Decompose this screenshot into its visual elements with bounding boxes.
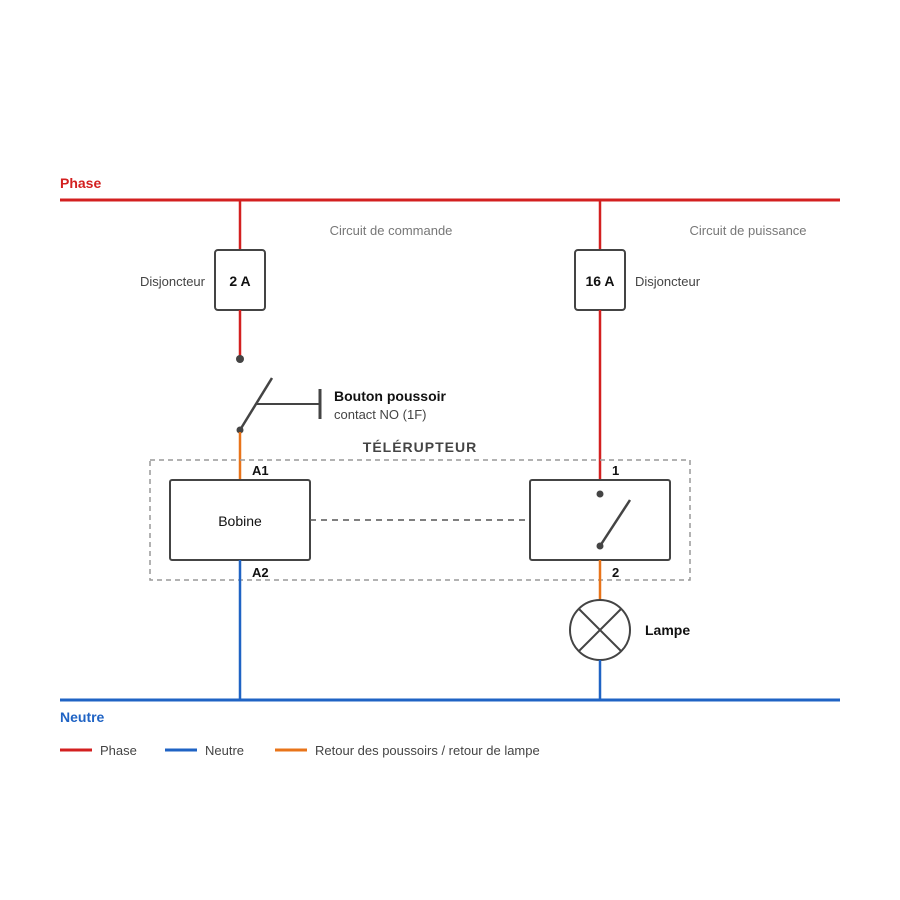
legend-label-neutral: Neutre [205, 743, 244, 758]
legend-label-phase: Phase [100, 743, 137, 758]
contact-terminal-2: 2 [612, 565, 619, 580]
breaker-power-rating: 16 A [585, 273, 614, 289]
neutral-rail-label: Neutre [60, 709, 105, 725]
legend: Phase Neutre Retour des poussoirs / reto… [60, 743, 540, 758]
remote-switch-enclosure [149, 459, 691, 581]
push-button-blade [238, 377, 274, 431]
section-command-title: Circuit de commande [330, 223, 453, 238]
coil-terminal-a1: A1 [252, 463, 269, 478]
push-button-symbol [236, 355, 322, 434]
phase-rail-label: Phase [60, 175, 101, 191]
section-power-title: Circuit de puissance [689, 223, 806, 238]
contact-terminal-top [596, 490, 604, 498]
contact-terminal-1: 1 [612, 463, 619, 478]
legend-label-return: Retour des poussoirs / retour de lampe [315, 743, 540, 758]
lamp-x-icon [569, 599, 631, 661]
lamp-label: Lampe [645, 622, 690, 638]
contact-terminal-bottom [596, 542, 604, 550]
breaker-power-label: Disjoncteur [635, 274, 701, 289]
push-button-title: Bouton poussoir [334, 388, 447, 404]
push-button-terminal-bottom [236, 426, 244, 434]
breaker-command-rating: 2 A [229, 273, 250, 289]
breaker-command-label: Disjoncteur [140, 274, 206, 289]
push-button-subtitle: contact NO (1F) [334, 407, 426, 422]
coil-label: Bobine [218, 513, 262, 529]
remote-switch-title: TÉLÉRUPTEUR [363, 439, 477, 455]
push-button-terminal-top [236, 355, 244, 363]
coil-terminal-a2: A2 [252, 565, 269, 580]
contact-blade [598, 499, 632, 547]
